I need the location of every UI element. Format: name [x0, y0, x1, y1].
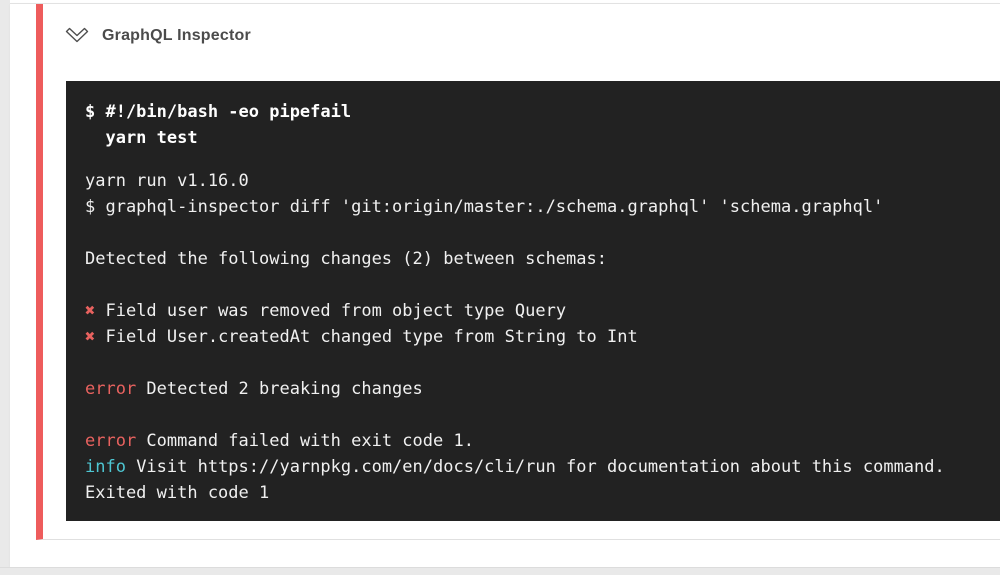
terminal-line: yarn run v1.16.0 [85, 171, 249, 191]
step-card-graphql-inspector: GraphQL Inspector $ #!/bin/bash -eo pipe… [36, 4, 1000, 540]
terminal-line: ✖ Field user was removed from object typ… [85, 301, 567, 321]
terminal-line: Detected the following changes (2) betwe… [85, 249, 607, 269]
terminal-output: $ #!/bin/bash -eo pipefail yarn test yar… [66, 81, 1000, 521]
step-header-toggle[interactable]: GraphQL Inspector [65, 26, 251, 46]
terminal-line [85, 272, 1000, 298]
terminal-line: info Visit https://yarnpkg.com/en/docs/c… [85, 457, 945, 477]
terminal-line: error Command failed with exit code 1. [85, 431, 474, 451]
chevron-collapse-icon[interactable] [65, 26, 89, 46]
terminal-command-lines: $ #!/bin/bash -eo pipefail yarn test [85, 99, 1000, 151]
terminal-line: Exited with code 1 [85, 483, 270, 503]
terminal-line [85, 402, 1000, 428]
terminal-line [85, 350, 1000, 376]
terminal-stdout-lines: yarn run v1.16.0 $ graphql-inspector diff… [85, 168, 1000, 506]
page-bottom-band [0, 567, 1000, 575]
terminal-line: error Detected 2 breaking changes [85, 379, 423, 399]
build-steps-container: GraphQL Inspector $ #!/bin/bash -eo pipe… [10, 3, 1000, 567]
step-title: GraphQL Inspector [102, 27, 251, 44]
page-left-gutter [0, 0, 10, 575]
terminal-line: $ #!/bin/bash -eo pipefail [85, 102, 352, 122]
terminal-line [85, 220, 1000, 246]
terminal-line: ✖ Field User.createdAt changed type from… [85, 327, 638, 347]
terminal-line: $ graphql-inspector diff 'git:origin/mas… [85, 197, 884, 217]
terminal-line: yarn test [85, 128, 198, 148]
